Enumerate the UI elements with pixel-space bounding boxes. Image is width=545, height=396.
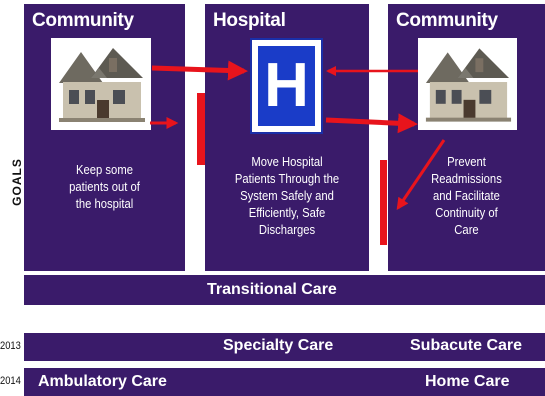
panel-title: Community bbox=[32, 10, 134, 31]
hospital-icon: H bbox=[250, 38, 323, 134]
goal-line: the hospital bbox=[75, 197, 134, 211]
red-bar bbox=[197, 93, 205, 165]
row-2013: Specialty Care Subacute Care bbox=[24, 333, 545, 361]
year-label: 2013 bbox=[0, 340, 21, 352]
panel-title: Hospital bbox=[213, 10, 286, 31]
goal-line: System Safely and bbox=[240, 189, 334, 203]
goal-line: Efficiently, Safe bbox=[248, 206, 326, 220]
goal-line: Move Hospital bbox=[251, 155, 323, 169]
row-2014: Ambulatory Care Home Care bbox=[24, 368, 545, 396]
community-panel-right: Community Prevent Readmissions and Facil… bbox=[388, 4, 545, 271]
goal-line: patients out of bbox=[69, 180, 140, 194]
red-bar bbox=[380, 160, 387, 245]
subacute-care-label: Subacute Care bbox=[410, 337, 523, 354]
goal-line: and Facilitate bbox=[433, 189, 500, 203]
hospital-letter: H bbox=[256, 44, 317, 128]
goal-line: Patients Through the bbox=[234, 172, 340, 186]
specialty-care-label: Specialty Care bbox=[223, 337, 334, 354]
year-label: 2014 bbox=[0, 375, 21, 387]
goal-text: Prevent Readmissions and Facilitate Cont… bbox=[396, 154, 537, 239]
goal-line: Readmissions bbox=[431, 172, 502, 186]
transitional-care-bar: Transitional Care bbox=[24, 275, 545, 305]
home-care-label: Home Care bbox=[425, 373, 510, 390]
panel-title: Community bbox=[396, 10, 498, 31]
transitional-care-label: Transitional Care bbox=[207, 281, 337, 298]
goal-line: Care bbox=[454, 223, 479, 237]
goal-text: Move Hospital Patients Through the Syste… bbox=[213, 154, 361, 239]
goal-line: Continuity of bbox=[435, 206, 498, 220]
goal-line: Keep some bbox=[76, 163, 133, 177]
goal-text: Keep some patients out of the hospital bbox=[32, 162, 177, 213]
house-icon bbox=[51, 38, 151, 130]
goal-line: Prevent bbox=[447, 155, 486, 169]
community-panel-left: Community Keep some patients out of the … bbox=[24, 4, 185, 271]
goals-label: GOALS bbox=[10, 158, 24, 206]
ambulatory-care-label: Ambulatory Care bbox=[38, 373, 167, 390]
hospital-panel: Hospital H Move Hospital Patients Throug… bbox=[205, 4, 369, 271]
goal-line: Discharges bbox=[258, 223, 316, 237]
house-icon bbox=[418, 38, 517, 130]
